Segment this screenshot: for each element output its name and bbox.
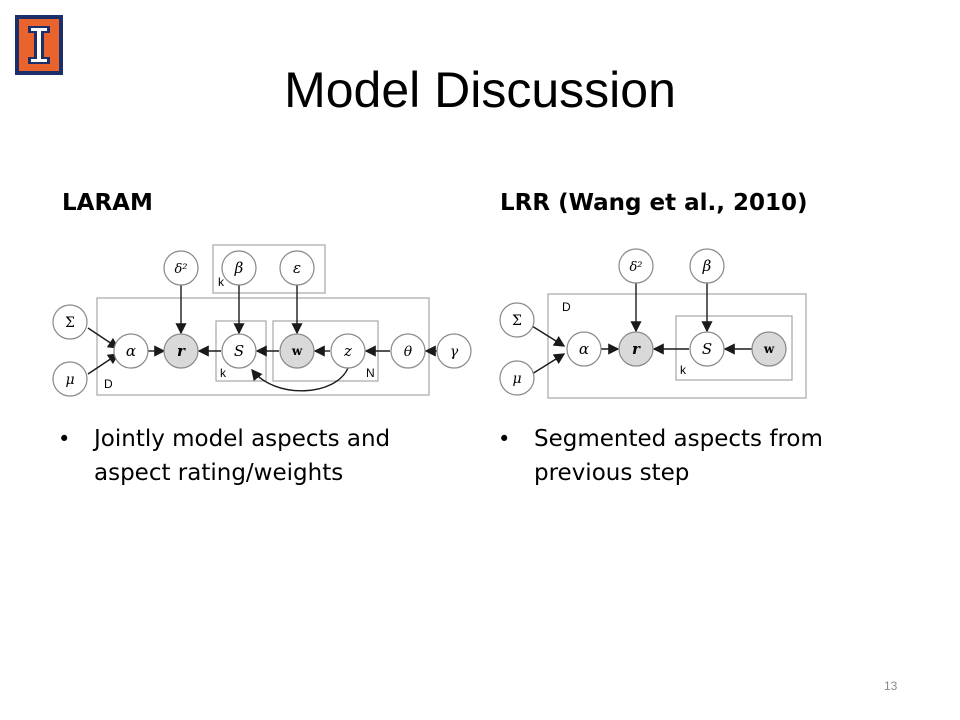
- bullet-marker: •: [58, 427, 71, 451]
- svg-text:Σ: Σ: [65, 315, 75, 331]
- node-mu: μ: [499, 360, 535, 396]
- node-alpha: α: [113, 333, 149, 369]
- node-sigma: Σ: [52, 304, 88, 340]
- university-logo: [14, 14, 64, 76]
- node-w: w: [751, 331, 787, 367]
- node-delta2: δ²: [163, 250, 199, 286]
- node-sigma: Σ: [499, 302, 535, 338]
- right-heading: LRR (Wang et al., 2010): [500, 190, 808, 216]
- svg-text:δ²: δ²: [629, 260, 642, 275]
- plate-k: [675, 315, 793, 381]
- svg-text:S: S: [234, 342, 244, 360]
- node-w: w: [279, 333, 315, 369]
- plate-label-k-top: k: [218, 275, 225, 289]
- svg-text:α: α: [579, 340, 589, 358]
- plate-label-D: D: [104, 377, 113, 391]
- svg-text:z: z: [343, 342, 352, 360]
- svg-text:r: r: [632, 340, 641, 358]
- plate-label-k-inner: k: [220, 366, 227, 380]
- svg-text:w: w: [291, 344, 303, 358]
- svg-text:r: r: [177, 342, 186, 360]
- svg-text:δ²: δ²: [174, 262, 187, 277]
- node-epsilon: ε: [279, 250, 315, 286]
- laram-diagram: D k k N Σ μ α r δ² β S ε: [48, 238, 473, 414]
- node-beta: β: [221, 250, 257, 286]
- page-title: Model Discussion: [284, 62, 676, 118]
- lrr-diagram: D k Σ μ α r δ² β S w: [492, 238, 817, 414]
- node-mu: μ: [52, 361, 88, 397]
- node-r: r: [618, 331, 654, 367]
- node-S: S: [689, 331, 725, 367]
- node-delta2: δ²: [618, 248, 654, 284]
- right-bullet: • Segmented aspects from previous step: [498, 422, 894, 490]
- plate-label-N: N: [366, 366, 375, 380]
- plate-label-k: k: [680, 363, 687, 377]
- plate-k-top: [212, 244, 326, 294]
- right-bullet-text: Segmented aspects from previous step: [534, 426, 823, 486]
- left-bullet-text: Jointly model aspects and aspect rating/…: [94, 426, 391, 486]
- svg-text:S: S: [702, 340, 712, 358]
- svg-text:w: w: [763, 342, 775, 356]
- left-bullet: • Jointly model aspects and aspect ratin…: [58, 422, 454, 490]
- svg-text:β: β: [702, 257, 712, 275]
- svg-text:γ: γ: [450, 344, 459, 360]
- node-theta: θ: [390, 333, 426, 369]
- node-S: S: [221, 333, 257, 369]
- plate-label-D: D: [562, 300, 571, 314]
- node-alpha: α: [566, 331, 602, 367]
- svg-text:θ: θ: [404, 344, 413, 360]
- svg-text:μ: μ: [512, 371, 521, 387]
- svg-text:ε: ε: [293, 259, 301, 277]
- svg-text:β: β: [234, 259, 244, 277]
- node-beta: β: [689, 248, 725, 284]
- bullet-marker: •: [498, 427, 511, 451]
- node-gamma: γ: [436, 333, 472, 369]
- svg-text:Σ: Σ: [512, 313, 522, 329]
- svg-text:μ: μ: [65, 372, 74, 388]
- node-r: r: [163, 333, 199, 369]
- left-heading: LARAM: [62, 190, 153, 216]
- node-z: z: [330, 333, 366, 369]
- slide-number: 13: [884, 679, 898, 693]
- svg-text:α: α: [126, 342, 136, 360]
- plate-D: [547, 293, 807, 399]
